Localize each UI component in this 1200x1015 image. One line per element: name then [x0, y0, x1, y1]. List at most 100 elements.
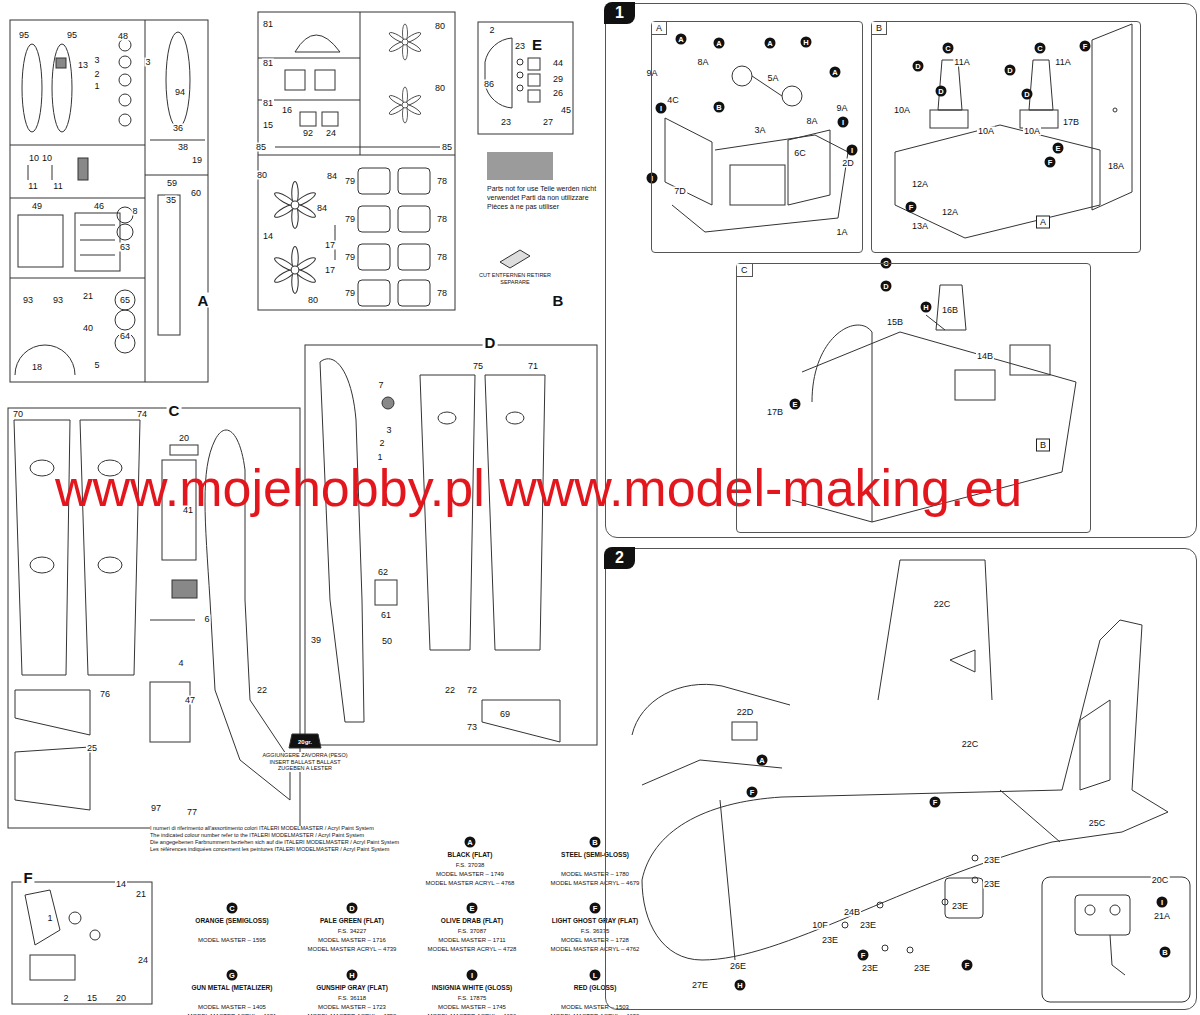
- sprue-letter: C: [167, 403, 182, 418]
- sprue-letter: B: [551, 293, 566, 308]
- part-number: 23E: [861, 964, 879, 973]
- part-number: 24: [137, 956, 149, 965]
- paint-callout: B: [714, 102, 725, 113]
- part-number: 14: [115, 880, 127, 889]
- part-number: 9A: [835, 104, 848, 113]
- part-number: 44: [552, 59, 564, 68]
- paint-callout: F: [1080, 41, 1091, 52]
- part-number: 15B: [886, 318, 904, 327]
- part-number: 80: [256, 171, 268, 180]
- paint-code: MODEL MASTER – 1716: [317, 937, 387, 943]
- part-number: 22: [444, 686, 456, 695]
- part-number: 22: [256, 686, 268, 695]
- part-number: 78: [436, 177, 448, 186]
- paint-callout: G: [227, 970, 238, 981]
- part-number: 10: [28, 154, 40, 163]
- part-number: 65: [119, 296, 131, 305]
- part-number: 8: [131, 207, 138, 216]
- paint-callout: F: [747, 787, 758, 798]
- part-number: 81: [262, 99, 274, 108]
- paint-code: MODEL MASTER – 1711: [437, 937, 506, 943]
- part-number: 16: [281, 106, 293, 115]
- sprue-letter: A: [196, 293, 211, 308]
- subassembly-panel: B: [871, 21, 1141, 253]
- panel-letter: A: [652, 22, 667, 35]
- paint-name: ORANGE (SEMIGLOSS): [194, 918, 269, 925]
- paint-code: MODEL MASTER – 1749: [435, 871, 505, 877]
- part-number: 17B: [1062, 118, 1080, 127]
- paint-callout: A: [676, 34, 687, 45]
- part-number: 1: [46, 914, 53, 923]
- part-number: 16B: [941, 306, 959, 315]
- part-number: 21A: [1153, 912, 1171, 921]
- paint-code: MODEL MASTER – 1728: [560, 937, 630, 943]
- part-number: 2D: [841, 159, 855, 168]
- part-number: 11: [52, 182, 63, 191]
- paint-callout: L: [590, 970, 601, 981]
- paint-name: GUNSHIP GRAY (FLAT): [315, 985, 389, 992]
- part-number: 29: [552, 75, 564, 84]
- note-text: AGGIUNGERE ZAVORRA (PESO) INSERT BALLAST…: [260, 752, 350, 772]
- part-number: 79: [344, 215, 356, 224]
- paint-name: RED (GLOSS): [573, 985, 618, 992]
- part-number: 23E: [983, 856, 1001, 865]
- part-number: 59: [166, 179, 178, 188]
- part-number: 21: [135, 890, 147, 899]
- ballast-weight: 20gr.: [298, 739, 312, 745]
- part-number: 71: [527, 362, 539, 371]
- part-number: 22C: [933, 600, 952, 609]
- part-number: 7D: [673, 187, 687, 196]
- paint-callout: A: [714, 38, 725, 49]
- part-number: 77: [186, 808, 198, 817]
- paint-code: MODEL MASTER – 1780: [560, 871, 630, 877]
- part-number: 79: [344, 253, 356, 262]
- part-number: 3: [93, 56, 100, 65]
- part-number: 23E: [983, 880, 1001, 889]
- part-number: 13: [77, 61, 89, 70]
- part-number: 10A: [893, 106, 911, 115]
- paint-callout: A: [757, 755, 768, 766]
- part-number: 23: [514, 42, 526, 51]
- part-number: 94: [174, 88, 186, 97]
- paint-callout: D: [347, 903, 358, 914]
- part-number: 78: [436, 215, 448, 224]
- part-number: 61: [380, 611, 392, 620]
- paint-code: F.S. 37038: [455, 862, 486, 868]
- part-number: 23: [500, 118, 512, 127]
- paint-callout: C: [227, 903, 238, 914]
- paint-callout: D: [1022, 89, 1033, 100]
- paint-note: Die angegebenen Farbnummern beziehen sic…: [150, 840, 399, 846]
- paint-callout: H: [801, 37, 812, 48]
- paint-name: STEEL (SEMI-GLOSS): [560, 852, 630, 859]
- panel-letter: C: [737, 264, 753, 277]
- paint-callout: F: [590, 903, 601, 914]
- part-number: 23E: [951, 902, 969, 911]
- part-number: 39: [310, 636, 322, 645]
- part-number: 11: [27, 182, 38, 191]
- paint-callout: B: [1160, 947, 1171, 958]
- paint-callout: D: [913, 61, 924, 72]
- part-number: 4: [177, 659, 184, 668]
- paint-callout: F: [930, 797, 941, 808]
- part-number: 5: [93, 361, 100, 370]
- part-number: 2: [378, 439, 385, 448]
- part-number: 15: [262, 121, 274, 130]
- legend-swatch: [487, 152, 553, 180]
- paint-note: I numeri di riferimento all'assortimento…: [150, 826, 374, 832]
- watermark: www.mojehobby.pl www.model-making.eu: [55, 462, 1022, 514]
- part-number: 25C: [1088, 819, 1107, 828]
- paint-callout: A: [465, 837, 476, 848]
- part-number: 74: [136, 410, 148, 419]
- part-number: 17B: [766, 408, 784, 417]
- paint-callout: E: [1053, 143, 1064, 154]
- part-number: 2: [488, 26, 495, 35]
- paint-code: MODEL MASTER ACRYL – 4762: [550, 946, 641, 952]
- paint-callout: I: [647, 173, 658, 184]
- part-number: 26: [552, 89, 564, 98]
- paint-callout: H: [735, 980, 746, 991]
- paint-callout: H: [921, 302, 932, 313]
- part-number: 26E: [729, 962, 747, 971]
- part-number: 1: [376, 453, 383, 462]
- part-number: 15: [86, 994, 98, 1003]
